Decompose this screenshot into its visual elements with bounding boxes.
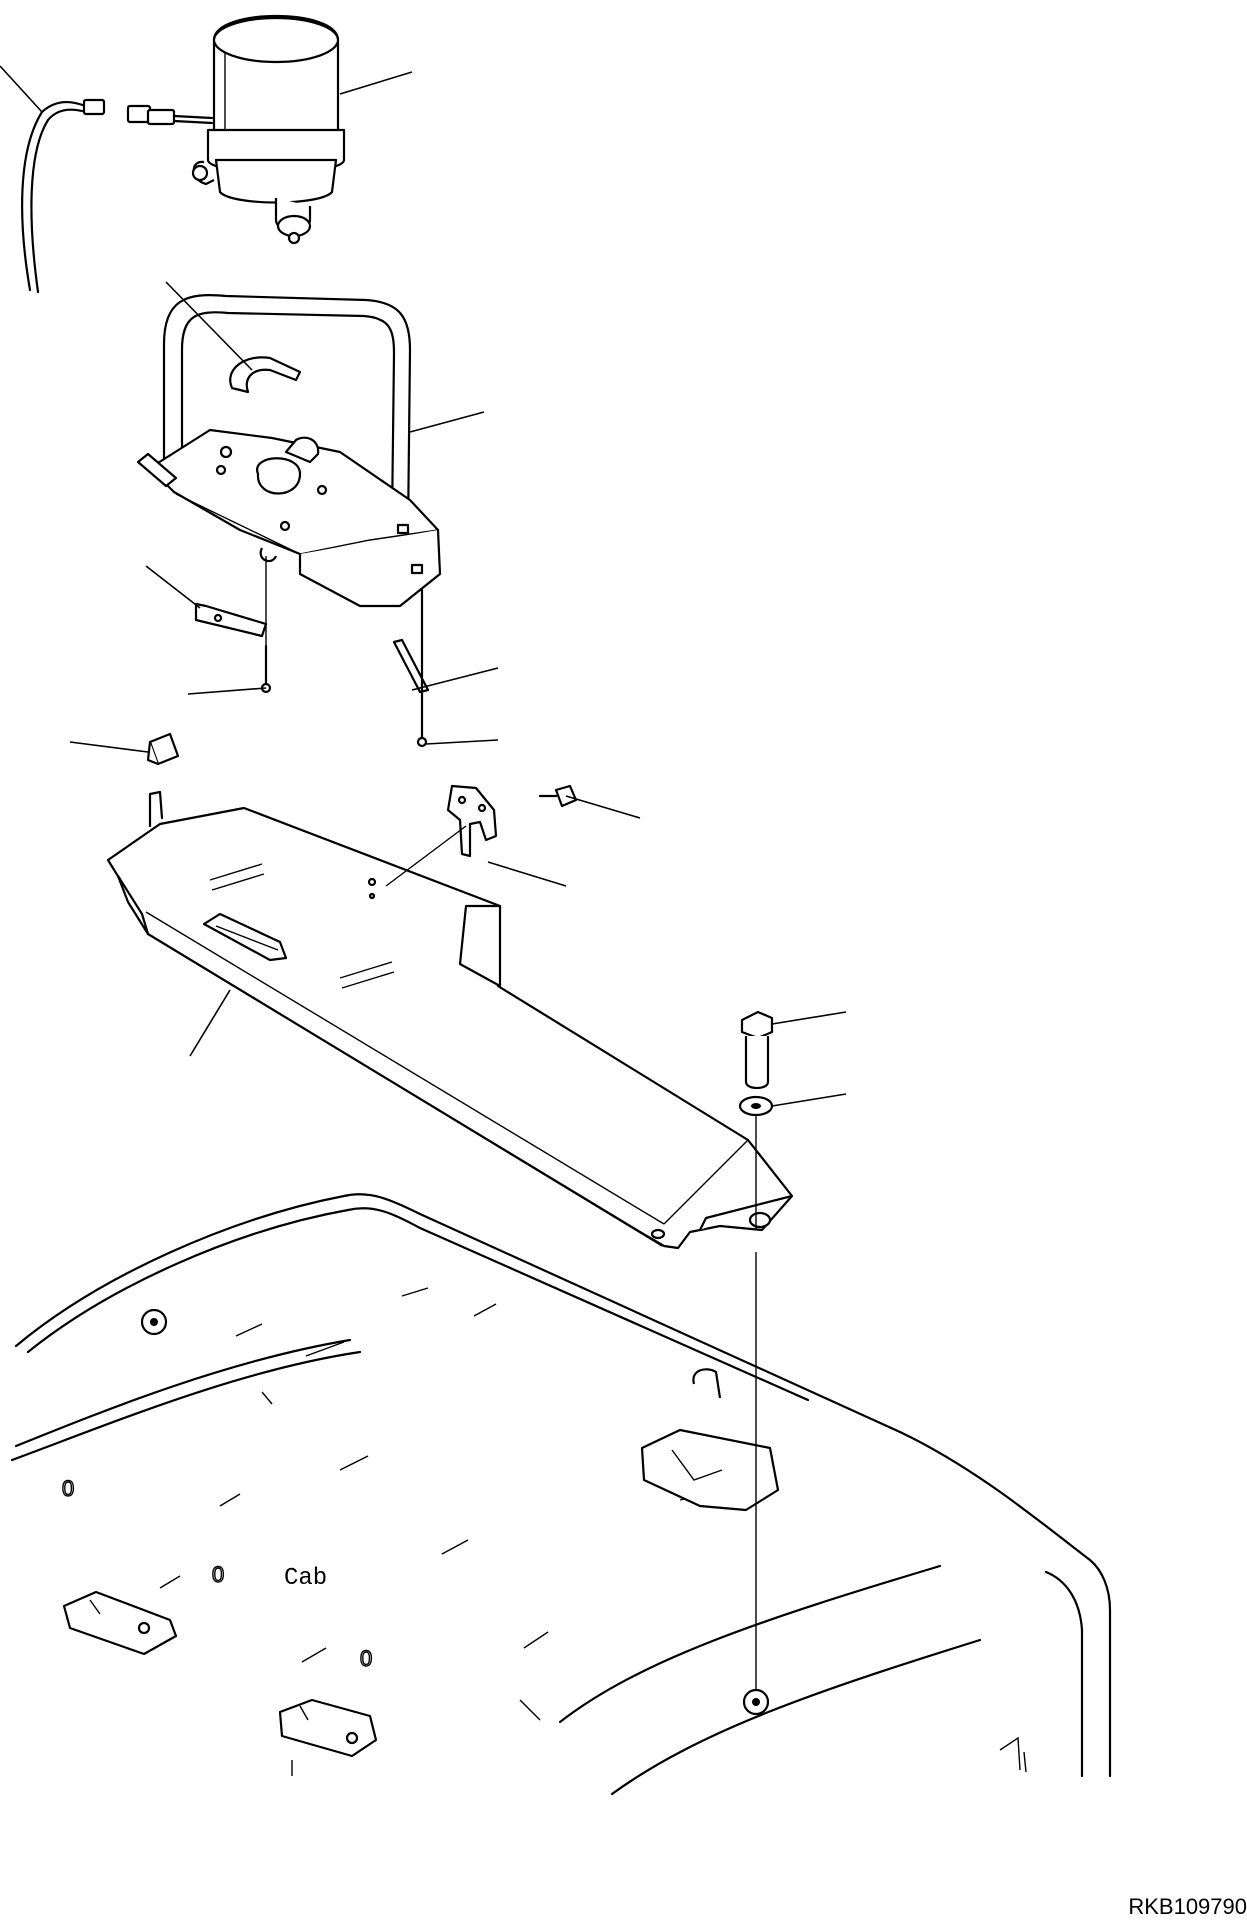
- lamp-bracket: [138, 295, 440, 606]
- hinge-bolt: [540, 786, 576, 806]
- beacon-lamp: [193, 16, 344, 243]
- small-plate-right: [394, 640, 428, 692]
- mounting-plate: [108, 792, 792, 1248]
- svg-text:0: 0: [212, 1562, 224, 1587]
- small-plate-left: [196, 604, 266, 636]
- mounting-bolt: [742, 1012, 772, 1088]
- screw-left: [262, 646, 270, 692]
- drawing-code: RKB109790: [1128, 1894, 1247, 1919]
- cab-marking-text: Cab: [284, 1565, 327, 1592]
- screw-right: [418, 590, 426, 746]
- wire-harness: [22, 100, 212, 292]
- washer: [740, 1097, 772, 1115]
- cab-roof: 0 0 0 Cab: [12, 1194, 1110, 1794]
- spacer-block: [148, 734, 178, 764]
- svg-text:0: 0: [360, 1646, 372, 1671]
- leader-lines: [0, 66, 846, 1106]
- hinge-bracket: [448, 786, 496, 856]
- alignment-lines: [266, 556, 756, 1690]
- u-clip: [230, 357, 300, 392]
- svg-text:0: 0: [62, 1476, 74, 1501]
